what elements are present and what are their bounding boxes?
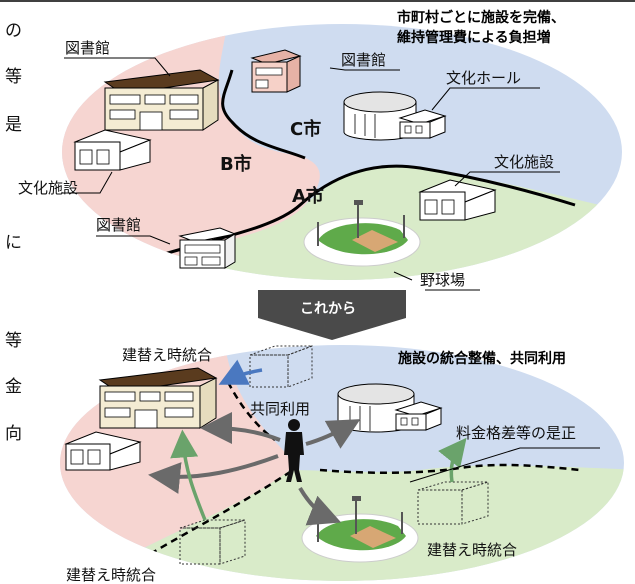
left-char-5: 等 — [5, 331, 22, 351]
left-text-column: の 等 是 に 等 金 向 — [5, 21, 22, 444]
label-shared-use: 共同利用 — [250, 400, 310, 418]
label-culture-facility-b: 文化施設 — [18, 179, 78, 197]
city-c-label: C市 — [290, 118, 321, 140]
label-rebuild-top: 建替え時統合 — [122, 346, 212, 364]
label-rebuild-bottom: 建替え時統合 — [66, 566, 156, 584]
rebuild-arrows — [170, 429, 467, 521]
rebuild-top-arrow — [218, 359, 263, 385]
label-culture-facility-a: 文化施設 — [494, 153, 554, 171]
left-char-7: 向 — [5, 424, 22, 444]
bottom-map: 施設の統合整備、共同利用 建替え時統合 共同利用 料金格差等の是正 建替え時統合… — [60, 345, 624, 584]
bottom-culture-facility — [64, 431, 142, 471]
left-char-6: 金 — [5, 377, 22, 397]
label-rebuild-right: 建替え時統合 — [427, 541, 517, 559]
library-building-c — [250, 49, 302, 93]
bottom-boundary-bc — [226, 381, 276, 441]
library-building-a — [178, 227, 237, 269]
bottom-header: 施設の統合整備、共同利用 — [398, 350, 566, 367]
baseball-field — [303, 200, 421, 267]
ghost-box-bottom — [179, 519, 246, 565]
culture-facility-b — [73, 129, 152, 171]
culture-hall-building — [343, 91, 447, 141]
boundary-ab — [129, 164, 576, 267]
banner-label: これから — [300, 301, 356, 317]
top-header-line2: 維持管理費による負担増 — [397, 29, 551, 46]
left-char-4: に — [5, 233, 22, 253]
top-leader-lines — [62, 57, 560, 291]
city-a-label: A市 — [292, 185, 324, 207]
label-fee-correction: 料金格差等の是正 — [456, 424, 576, 442]
left-char-1: の — [5, 21, 22, 41]
label-library-c: 図書館 — [341, 51, 386, 69]
person-icon — [284, 419, 304, 482]
fee-leader-line — [409, 447, 600, 483]
top-map: 市町村ごとに施設を完備、 維持管理費による負担増 図書館 図書館 文化ホール 文… — [18, 9, 622, 291]
label-library-b: 図書館 — [65, 39, 110, 57]
culture-facility-a — [418, 179, 497, 221]
transition-banner: これから — [258, 290, 406, 340]
bottom-culture-hall — [337, 383, 443, 433]
city-b-label: B市 — [220, 153, 252, 175]
ghost-box-right — [417, 481, 489, 525]
label-baseball: 野球場 — [420, 271, 465, 289]
label-library-a: 図書館 — [96, 216, 141, 234]
bottom-baseball-field — [301, 496, 419, 563]
library-building-b — [103, 69, 220, 131]
left-char-2: 等 — [5, 67, 22, 87]
label-culture-hall: 文化ホール — [446, 69, 521, 87]
left-char-3: 是 — [5, 115, 22, 135]
top-header-line1: 市町村ごとに施設を完備、 — [397, 9, 565, 26]
boundary-bc — [221, 69, 306, 160]
shared-use-arrows — [148, 412, 361, 526]
merged-library-building — [98, 367, 218, 429]
bottom-boundary-ab — [139, 463, 581, 562]
